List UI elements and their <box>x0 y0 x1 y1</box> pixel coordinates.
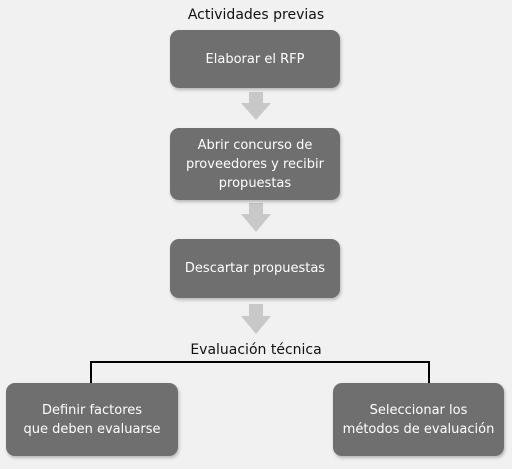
step-label: Descartar propuestas <box>184 261 326 276</box>
branch-bracket <box>90 361 430 383</box>
down-arrow-icon <box>241 203 271 232</box>
diagram-title: Actividades previas <box>187 7 325 23</box>
step-label: Abrir concurso de proveedores y recibir … <box>186 137 324 191</box>
down-arrow-icon <box>241 304 271 334</box>
step-abrir-concurso: Abrir concurso de proveedores y recibir … <box>170 128 340 200</box>
step-label: Elaborar el RFP <box>205 51 305 67</box>
box-label: Seleccionar los métodos de evaluación <box>342 402 495 437</box>
box-definir-factores: Definir factores que deben evaluarse <box>6 383 178 456</box>
step-elaborar-rfp: Elaborar el RFP <box>170 30 340 88</box>
evaluation-title: Evaluación técnica <box>190 342 322 358</box>
step-descartar-propuestas: Descartar propuestas <box>170 239 340 298</box>
box-label: Definir factores que deben evaluarse <box>23 402 161 437</box>
down-arrow-icon <box>241 92 271 120</box>
box-seleccionar-metodos: Seleccionar los métodos de evaluación <box>333 383 504 456</box>
